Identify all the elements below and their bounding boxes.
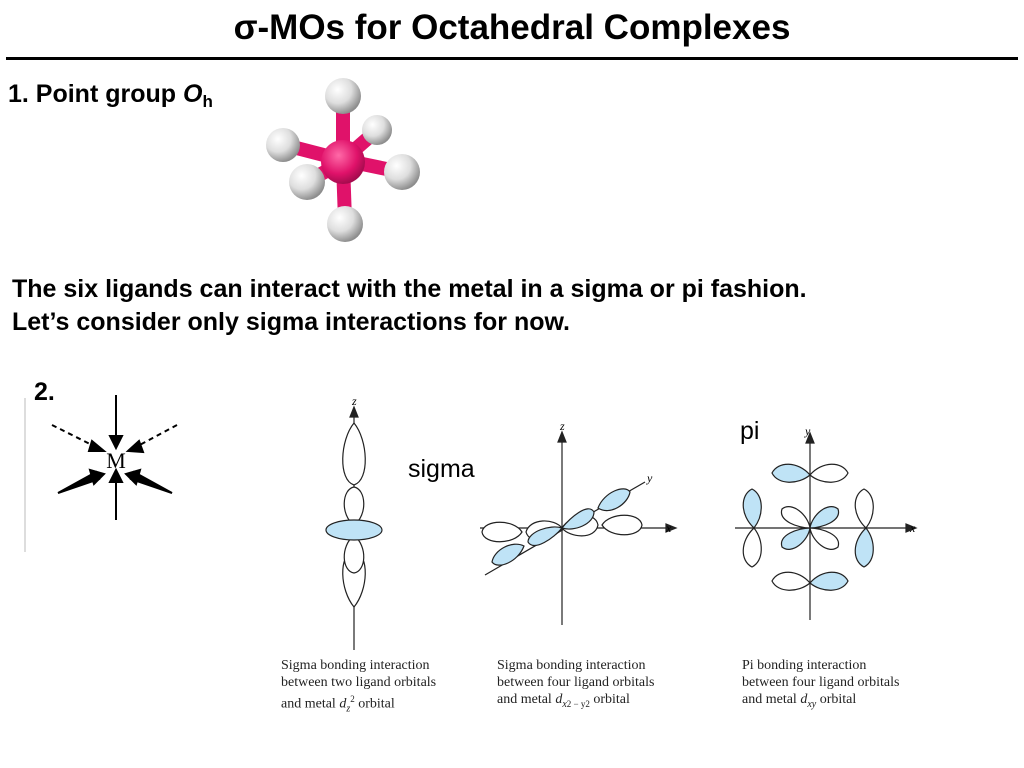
- caption-suffix: orbital: [816, 692, 857, 707]
- y-axis-label: y: [804, 425, 811, 438]
- orbital-subscript: z: [346, 703, 351, 715]
- metal-lobe-minus-y: [527, 526, 564, 547]
- orbital-symbol: d: [339, 696, 347, 712]
- ligand-left-lobe-top: [742, 488, 762, 529]
- point-group-subscript: h: [202, 92, 213, 111]
- caption-line: and metal dx2 − y2 orbital: [497, 691, 654, 713]
- y-axis-label: y: [646, 471, 653, 485]
- caption-suffix: orbital: [589, 692, 630, 707]
- ligand-top-lobe-right: [809, 463, 849, 483]
- point-group-line: 1. Point group Oh: [8, 80, 213, 112]
- caption-prefix: and metal: [497, 692, 556, 707]
- point-group-prefix: 1. Point group: [8, 80, 183, 108]
- ligand-approach-diagram: M: [24, 395, 178, 552]
- paragraph-line-1: The six ligands can interact with the me…: [12, 275, 807, 303]
- caption-line: between four ligand orbitals: [497, 675, 655, 690]
- metal-dxy-lobe-3: [780, 506, 811, 529]
- metal-dz2-upper-lobe: [343, 486, 365, 526]
- x-axis-label: x: [665, 521, 672, 535]
- paragraph-line-2: Let’s consider only sigma interactions f…: [12, 308, 570, 336]
- ligand-atom-left: [266, 128, 300, 162]
- ligand-lobe-top: [342, 422, 366, 486]
- caption-dxy: Pi bonding interaction between four liga…: [742, 657, 899, 713]
- caption-line: between four ligand orbitals: [742, 675, 900, 690]
- dz2-sigma-diagram: z: [325, 395, 383, 650]
- caption-suffix: orbital: [354, 696, 395, 712]
- caption-line: Pi bonding interaction: [742, 658, 867, 673]
- orbital-subscript: xy: [807, 698, 817, 710]
- ligand-lobe-minus-y: [491, 543, 525, 566]
- ligand-atom-back: [362, 115, 392, 145]
- ligand-right-lobe-bottom: [854, 527, 874, 568]
- metal-dxy-lobe-4: [809, 527, 840, 550]
- item-2-label: 2.: [34, 378, 55, 406]
- z-axis-label: z: [559, 420, 565, 433]
- metal-dxy-lobe-1: [809, 506, 840, 529]
- ligand-atom-top: [325, 78, 361, 114]
- caption-dx2y2: Sigma bonding interaction between four l…: [497, 657, 654, 713]
- metal-dz2-lower-lobe: [343, 534, 365, 574]
- ligand-bottom-lobe-left: [771, 571, 811, 591]
- metal-dz2-torus: [325, 519, 383, 541]
- orbital-symbol: d: [800, 692, 808, 707]
- slide-title: σ-MOs for Octahedral Complexes: [233, 8, 791, 47]
- z-axis-label: z: [351, 395, 357, 408]
- ligand-bottom-lobe-right: [809, 571, 849, 591]
- title-underline: [6, 57, 1018, 60]
- caption-line: and metal dxy orbital: [742, 691, 899, 713]
- dxy-pi-diagram: y x: [735, 425, 918, 620]
- ligand-top-lobe-left: [771, 463, 811, 483]
- ligand-right-lobe-top: [854, 488, 874, 529]
- caption-line: Sigma bonding interaction: [281, 658, 430, 673]
- caption-line: and metal dz2 orbital: [281, 691, 436, 717]
- octahedral-molecule-model: [266, 78, 420, 242]
- orbital-symbol: d: [555, 692, 563, 707]
- orbital-superscript: 2: [350, 694, 355, 704]
- orbital-superscript: 2 − y2: [566, 698, 590, 709]
- point-group-symbol: O: [183, 80, 203, 108]
- ligand-left-lobe-bottom: [742, 527, 762, 568]
- ligand-atom-front: [289, 164, 325, 200]
- ligand-lobe-minus-x: [481, 521, 523, 543]
- ligand-atom-bottom: [327, 206, 363, 242]
- caption-line: Sigma bonding interaction: [497, 658, 646, 673]
- ligand-lobe-plus-y: [597, 488, 631, 512]
- sigma-label: sigma: [408, 455, 475, 483]
- ligand-lobe-plus-x: [601, 514, 643, 536]
- caption-prefix: and metal: [281, 696, 340, 712]
- pi-label: pi: [740, 417, 760, 445]
- metal-symbol: M: [106, 448, 126, 473]
- metal-atom: [321, 140, 365, 184]
- metal-lobe-plus-y: [560, 508, 595, 530]
- x-axis-label: x: [909, 521, 916, 535]
- intro-paragraph: The six ligands can interact with the me…: [12, 273, 807, 339]
- orbital-subscript: x: [562, 698, 567, 710]
- metal-dxy-lobe-2: [780, 527, 811, 550]
- caption-line: between two ligand orbitals: [281, 675, 437, 690]
- dx2y2-sigma-diagram: z x y: [480, 420, 678, 625]
- caption-dz2: Sigma bonding interaction between two li…: [281, 657, 436, 717]
- ligand-atom-right: [384, 154, 420, 190]
- caption-prefix: and metal: [742, 692, 801, 707]
